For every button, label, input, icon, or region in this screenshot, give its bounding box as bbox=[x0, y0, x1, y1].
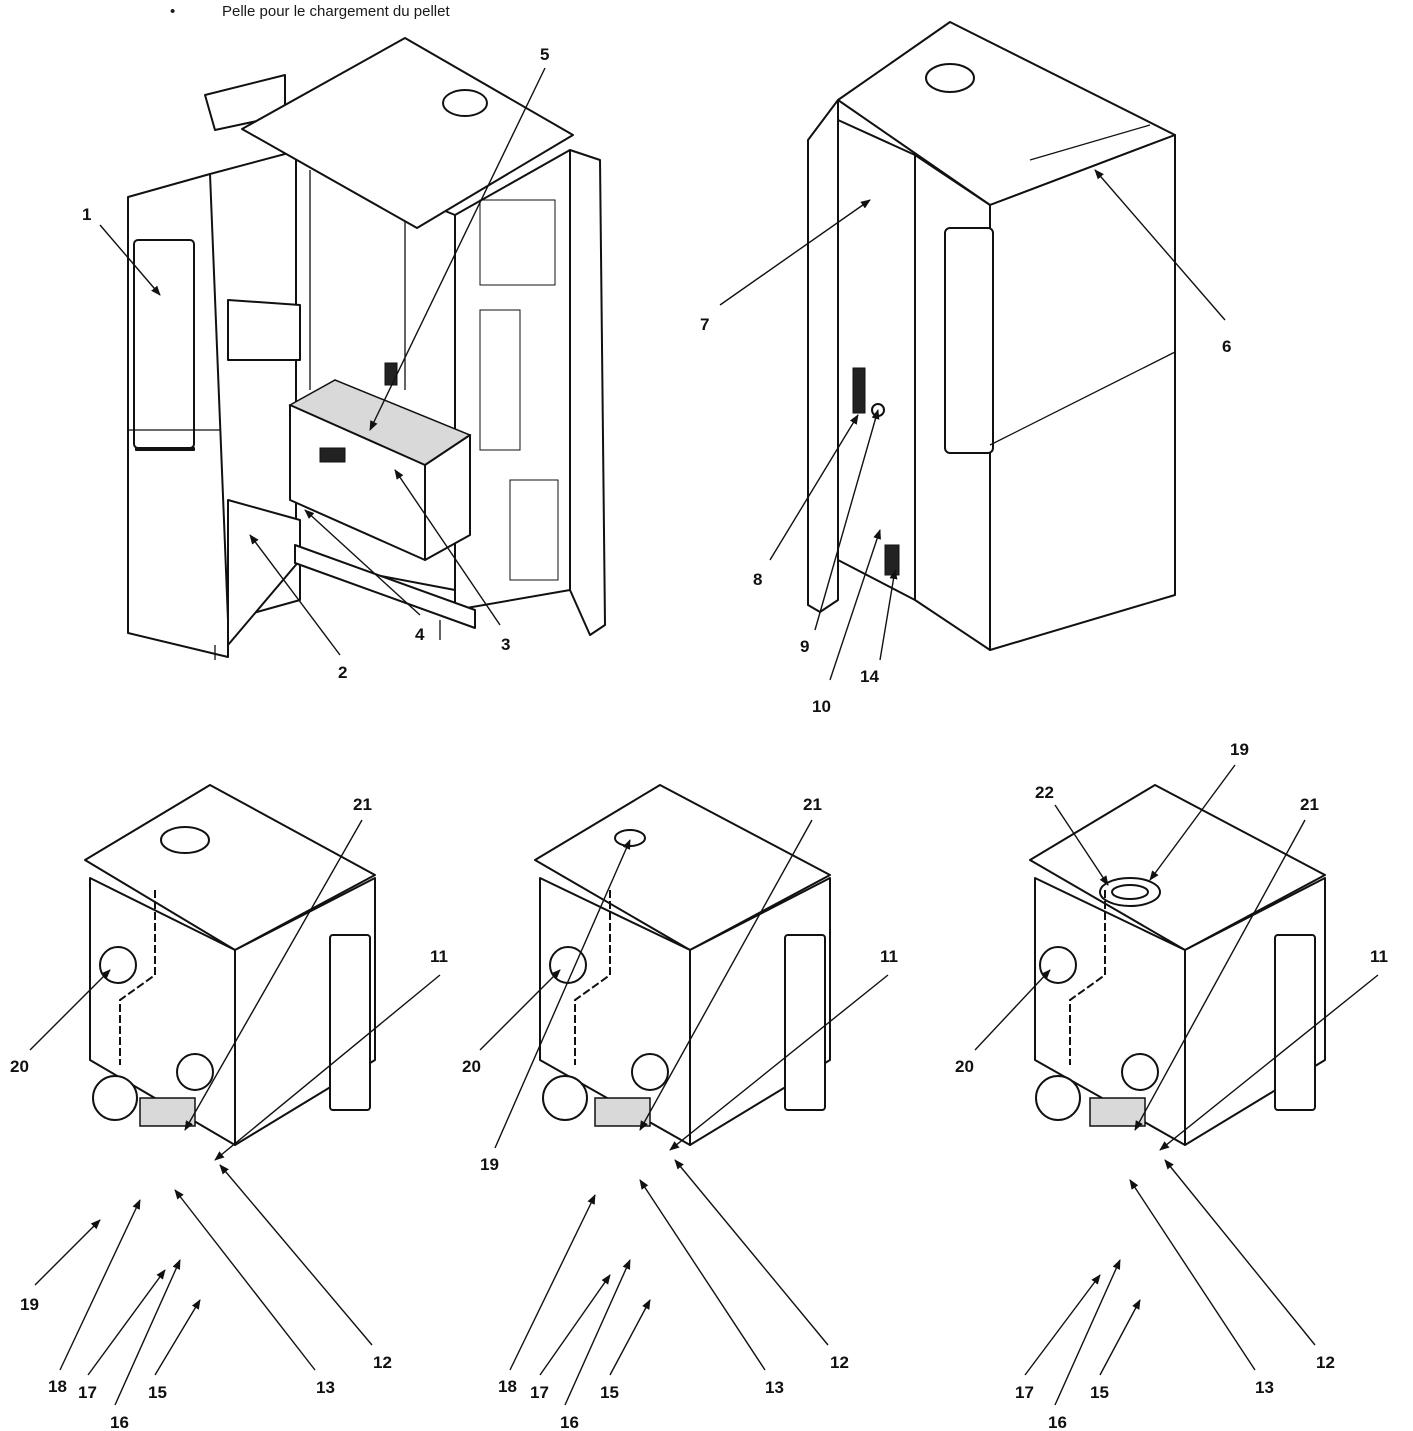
callout-22-c: 22 bbox=[1035, 783, 1054, 802]
callout-11-b: 11 bbox=[880, 947, 898, 966]
bullet-icon: • bbox=[170, 3, 176, 20]
callout-15-b: 15 bbox=[600, 1383, 619, 1402]
callout-17-b: 17 bbox=[530, 1383, 549, 1402]
header-text: Pelle pour le chargement du pellet bbox=[222, 3, 450, 20]
callout-6: 6 bbox=[1222, 337, 1231, 356]
lower-door bbox=[227, 499, 301, 646]
callout-21-c: 21 bbox=[1300, 795, 1319, 814]
callout-12-a: 12 bbox=[373, 1353, 392, 1372]
callout-17-a: 17 bbox=[78, 1383, 97, 1402]
callout-21-b: 21 bbox=[803, 795, 822, 814]
callout-19-c: 19 bbox=[1230, 740, 1249, 759]
callout-18-b: 18 bbox=[498, 1377, 517, 1396]
callout-16-a: 16 bbox=[110, 1413, 129, 1431]
callout-2: 2 bbox=[338, 663, 347, 682]
callout-7: 7 bbox=[700, 315, 709, 334]
callout-15-a: 15 bbox=[148, 1383, 167, 1402]
callout-14: 14 bbox=[860, 667, 879, 686]
callout-11-c: 11 bbox=[1370, 947, 1388, 966]
callout-8: 8 bbox=[753, 570, 762, 589]
callout-13-a: 13 bbox=[316, 1378, 335, 1397]
callout-3: 3 bbox=[501, 635, 510, 654]
callout-19-b: 19 bbox=[480, 1155, 499, 1174]
callout-5: 5 bbox=[540, 45, 549, 64]
header-bullet-line: • Pelle pour le chargement du pellet bbox=[170, 3, 450, 20]
view-rear-panel bbox=[807, 21, 1176, 651]
callout-13-b: 13 bbox=[765, 1378, 784, 1397]
callout-20-b: 20 bbox=[462, 1057, 481, 1076]
callout-9: 9 bbox=[800, 637, 809, 656]
callout-13-c: 13 bbox=[1255, 1378, 1274, 1397]
view-rear-c bbox=[1029, 784, 1326, 1146]
callout-20-c: 20 bbox=[955, 1057, 974, 1076]
callout-21-a: 21 bbox=[353, 795, 372, 814]
view-open-front bbox=[127, 37, 606, 660]
callout-17-c: 17 bbox=[1015, 1383, 1034, 1402]
callout-18-a: 18 bbox=[48, 1377, 67, 1396]
callout-16-c: 16 bbox=[1048, 1413, 1067, 1431]
callout-16-b: 16 bbox=[560, 1413, 579, 1431]
callout-11-a: 11 bbox=[430, 947, 448, 966]
callout-1: 1 bbox=[82, 205, 91, 224]
callout-19-a: 19 bbox=[20, 1295, 39, 1314]
callout-15-c: 15 bbox=[1090, 1383, 1109, 1402]
side-door bbox=[807, 99, 839, 613]
callout-4: 4 bbox=[415, 625, 425, 644]
callout-10: 10 bbox=[812, 697, 831, 716]
base-frame bbox=[294, 544, 476, 629]
callout-20-a: 20 bbox=[10, 1057, 29, 1076]
callout-12-b: 12 bbox=[830, 1353, 849, 1372]
view-rear-b bbox=[534, 784, 831, 1146]
right-door bbox=[569, 149, 606, 636]
view-rear-a bbox=[84, 784, 376, 1146]
callout-12-c: 12 bbox=[1316, 1353, 1335, 1372]
